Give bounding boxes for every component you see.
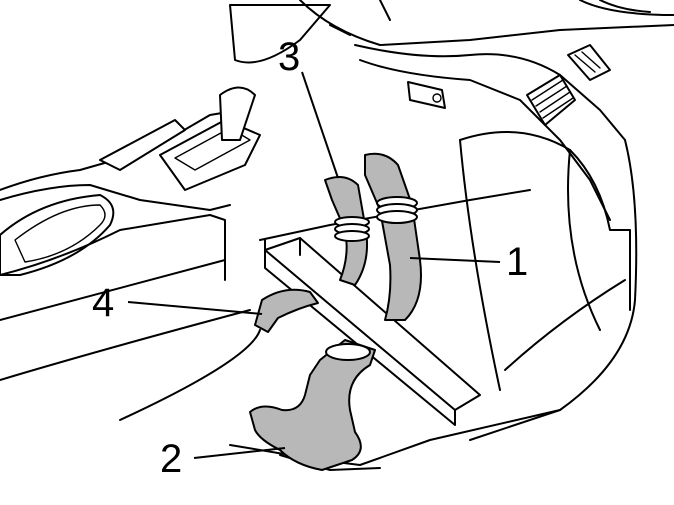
handbrake-lever [99,119,186,171]
air-duct-2 [249,339,376,471]
duct-3-clamp [334,216,370,242]
callout-2: 2 [160,437,182,481]
air-duct-1 [364,152,422,321]
callout-3: 3 [278,35,300,79]
leader-2 [193,447,286,459]
air-duct-4 [254,288,319,333]
leader-1 [409,257,501,263]
air-vent-small [567,44,611,81]
leader-4 [127,301,263,315]
dashboard [229,0,674,221]
center-console [0,86,266,381]
floor-crossmember [264,237,481,411]
leader-3 [301,71,339,179]
duct-1-clamp [376,196,418,224]
gear-shifter-knob [219,86,256,141]
side-panel [459,131,638,441]
callout-4: 4 [92,281,114,325]
duct-2-connector [325,343,371,361]
air-vent-right [526,74,576,126]
callout-1: 1 [506,240,528,284]
armrest [0,194,115,276]
